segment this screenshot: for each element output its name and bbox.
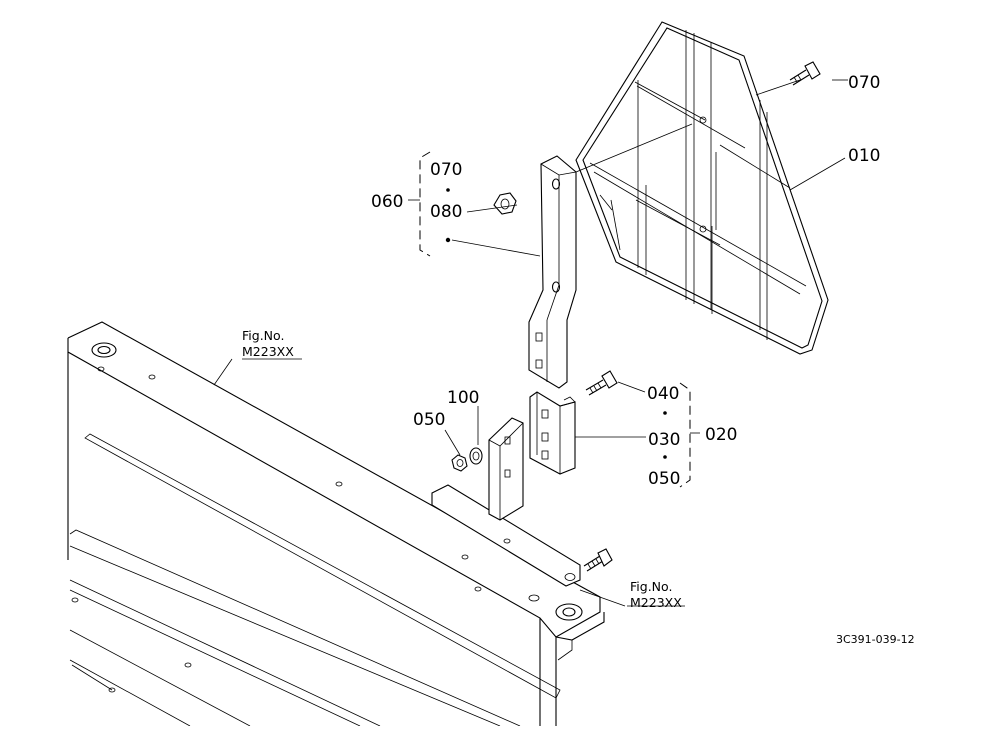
figref-1-title: Fig.No.	[242, 328, 284, 343]
figref-2-code: M223XX	[630, 595, 682, 610]
bolt-070	[789, 61, 821, 86]
group-bracket-060	[408, 151, 431, 257]
label-100: 100	[447, 388, 479, 408]
group-bracket-020	[679, 382, 700, 488]
bolt-040	[585, 370, 618, 396]
label-060: 060	[371, 192, 403, 212]
label-020: 020	[705, 425, 737, 445]
figref-1-code: M223XX	[242, 344, 294, 359]
label-060-070: 070	[430, 160, 462, 180]
bullet-dot	[445, 237, 451, 243]
guard-frame-010	[575, 21, 829, 355]
bullet-dot	[663, 455, 667, 459]
label-040: 040	[647, 384, 679, 404]
leader-lines	[213, 79, 848, 607]
vertical-bracket	[488, 417, 524, 521]
base-bracket	[431, 484, 581, 587]
bullet-dot	[446, 188, 450, 192]
label-010: 010	[848, 146, 880, 166]
washer-100	[469, 447, 483, 465]
hinge-bracket-030	[529, 391, 576, 475]
base-bolt	[528, 548, 613, 602]
label-070-top: 070	[848, 73, 880, 93]
label-060-080: 080	[430, 202, 462, 222]
label-050-left: 050	[413, 410, 445, 430]
figref-2-title: Fig.No.	[630, 579, 672, 594]
fender-body	[67, 321, 605, 727]
nut-080	[493, 192, 517, 215]
label-020-050: 050	[648, 469, 680, 489]
drawing-code: 3C391-039-12	[836, 633, 915, 646]
bullet-dot	[663, 411, 667, 415]
mount-stay-060	[528, 155, 577, 389]
label-030: 030	[648, 430, 680, 450]
nut-050-left	[451, 454, 468, 472]
